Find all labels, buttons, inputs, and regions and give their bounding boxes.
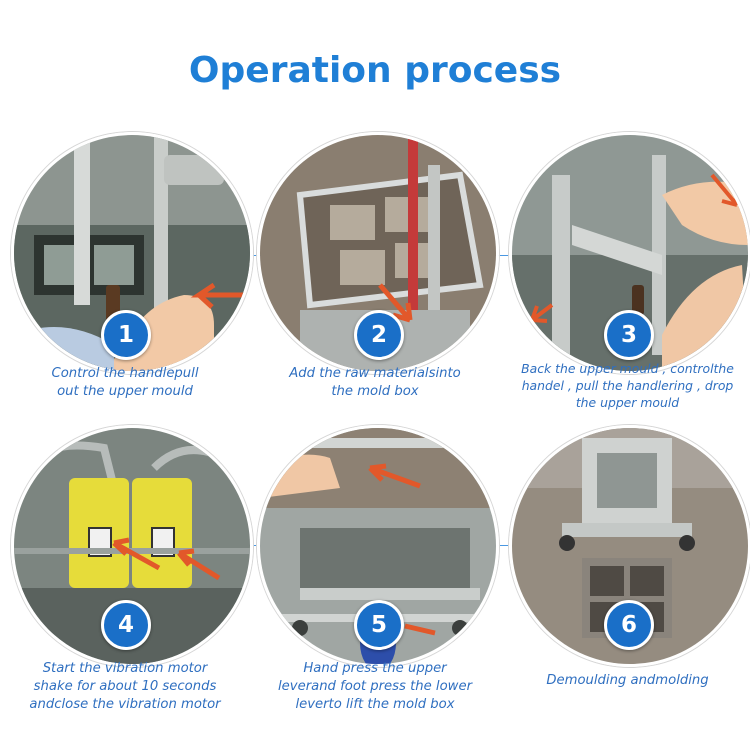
step-5-caption-line: leverand foot press the lower [278, 679, 472, 694]
step-6-number-badge: 6 [604, 600, 654, 650]
step-2-number-badge: 2 [354, 310, 404, 360]
step-4-caption-line: andclose the vibration motor [29, 697, 221, 712]
step-5-number-badge: 5 [354, 600, 404, 650]
step-5-caption-line: Hand press the upper [303, 661, 447, 676]
step-2-caption-line: the mold box [331, 384, 419, 399]
step-3-number-badge: 3 [604, 310, 654, 360]
step-2-caption: Add the raw materialsinto the mold box [250, 365, 500, 401]
page-title: Operation process [188, 50, 562, 91]
step-3-caption: Back the upper mould , controlthe handel… [505, 360, 750, 411]
step-1-caption-line: out the upper mould [57, 384, 193, 399]
step-4-caption-line: Start the vibration motor [42, 661, 208, 676]
step-3-caption-line: the upper mould [575, 395, 680, 410]
step-3-caption-line: Back the upper mould , controlthe [521, 361, 734, 376]
step-5-caption-line: leverto lift the mold box [295, 697, 455, 712]
step-6-caption-line: Demoulding andmolding [546, 673, 709, 688]
step-1-caption: Control the handlepull out the upper mou… [0, 365, 250, 401]
step-1-caption-line: Control the handlepull [51, 366, 199, 381]
step-4-number-badge: 4 [101, 600, 151, 650]
step-2-caption-line: Add the raw materialsinto [289, 366, 461, 381]
step-4-caption: Start the vibration motor shake for abou… [0, 660, 250, 714]
step-5-caption: Hand press the upper leverand foot press… [245, 660, 505, 714]
step-1-number-badge: 1 [101, 310, 151, 360]
step-6-caption: Demoulding andmolding [505, 672, 750, 690]
step-3-caption-line: handel , pull the handlering , drop [521, 378, 734, 393]
step-4-caption-line: shake for about 10 seconds [33, 679, 217, 694]
